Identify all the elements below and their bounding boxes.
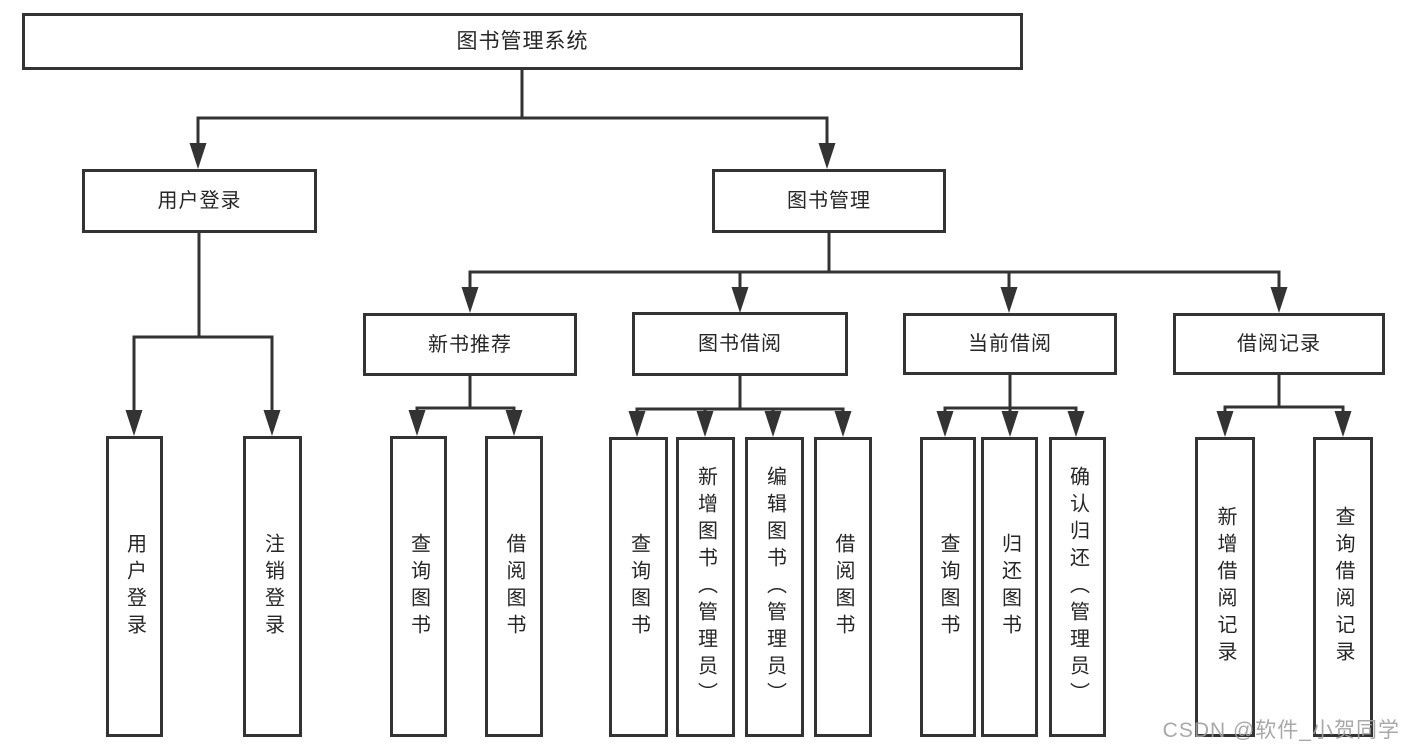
node-cb-confirm-return: 确认归还（管理员） — [1049, 437, 1106, 737]
node-borrow-record: 借阅记录 — [1173, 313, 1385, 375]
node-root: 图书管理系统 — [22, 13, 1023, 70]
arrowhead — [628, 411, 646, 437]
arrowhead — [696, 411, 714, 437]
arrowhead — [764, 411, 782, 437]
arrowhead — [936, 411, 954, 437]
node-login: 用户登录 — [106, 436, 163, 737]
node-bb-query-book: 查询图书 — [609, 437, 668, 737]
arrowhead — [1001, 411, 1019, 437]
node-cb-query-book: 查询图书 — [920, 437, 976, 737]
node-book-borrow: 图书借阅 — [632, 312, 848, 376]
node-bb-add-book: 新增图书（管理员） — [676, 437, 735, 737]
arrowhead — [1216, 411, 1234, 437]
arrowhead — [731, 287, 749, 313]
node-br-add-record: 新增借阅记录 — [1195, 437, 1255, 737]
arrowhead — [1067, 411, 1085, 437]
arrowhead — [818, 143, 836, 169]
watermark: CSDN @软件_小贺同学 — [1162, 719, 1400, 742]
arrowhead — [125, 410, 143, 436]
arrowhead — [1000, 287, 1018, 313]
node-logout: 注销登录 — [243, 436, 302, 737]
node-nb-query-book: 查询图书 — [390, 436, 447, 737]
node-nb-borrow-book: 借阅图书 — [485, 436, 543, 737]
node-new-book-recommend: 新书推荐 — [363, 313, 577, 376]
arrowhead — [263, 410, 281, 436]
arrowhead — [189, 143, 207, 169]
node-current-borrow: 当前借阅 — [903, 313, 1117, 375]
node-user-login: 用户登录 — [82, 169, 317, 233]
node-cb-return-book: 归还图书 — [981, 437, 1038, 737]
arrowhead — [834, 411, 852, 437]
arrowhead — [1270, 287, 1288, 313]
node-br-query-record: 查询借阅记录 — [1313, 437, 1373, 737]
arrowhead — [461, 287, 479, 313]
arrowhead — [505, 410, 523, 436]
arrowhead — [1334, 411, 1352, 437]
node-book-management: 图书管理 — [712, 169, 946, 233]
node-bb-borrow-book: 借阅图书 — [814, 437, 872, 737]
arrowhead — [408, 410, 426, 436]
node-bb-edit-book: 编辑图书（管理员） — [745, 437, 804, 737]
